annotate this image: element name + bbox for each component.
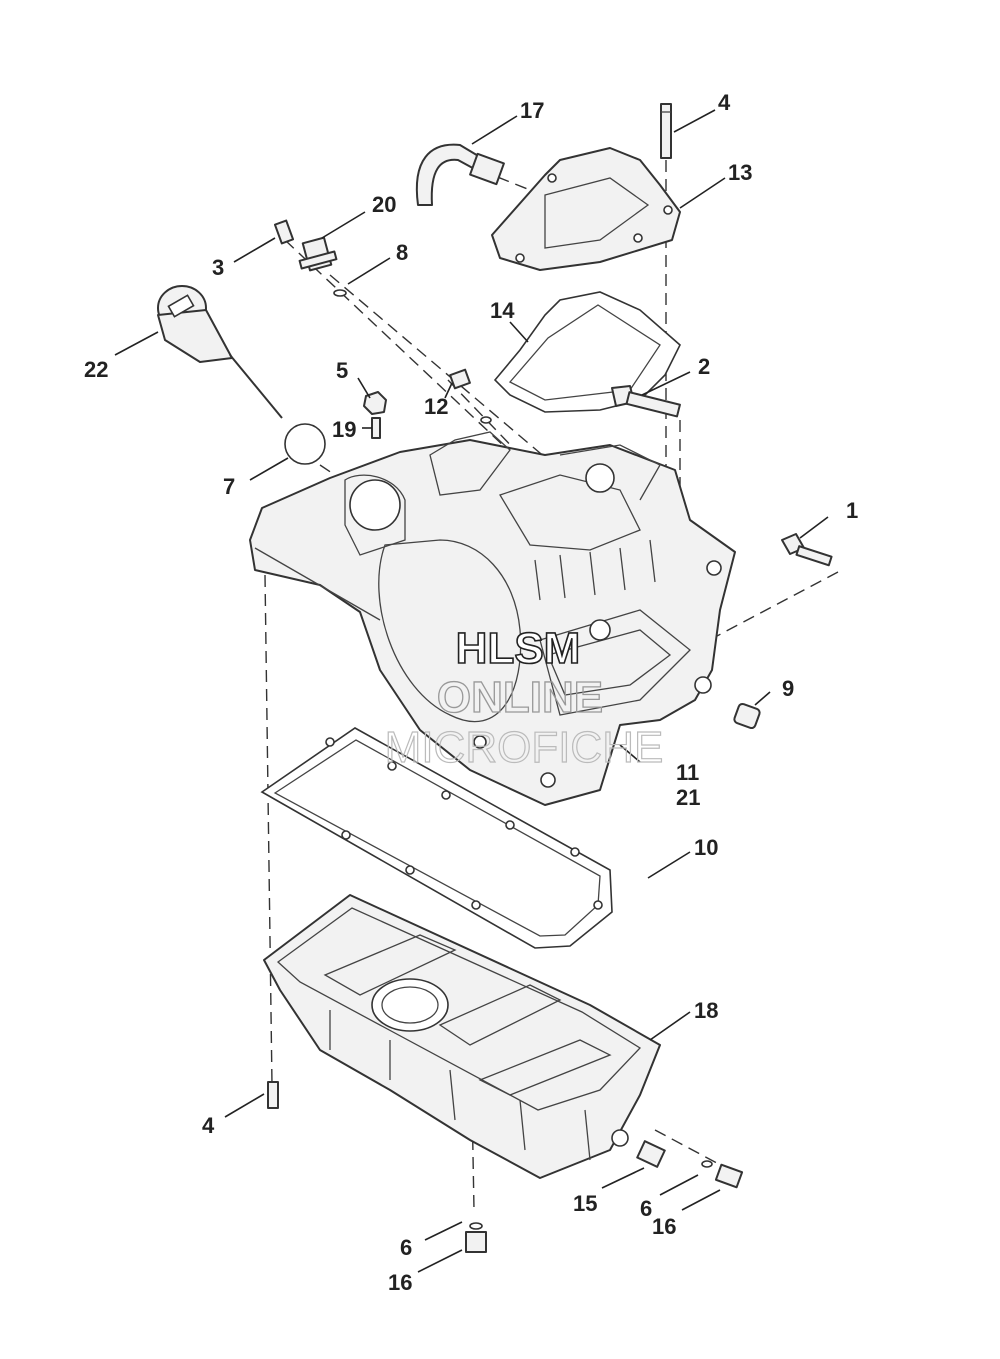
nut-5 (363, 391, 387, 415)
callout-15: 15 (573, 1191, 597, 1216)
callout-13: 13 (728, 160, 752, 185)
callout-4-top: 4 (718, 90, 731, 115)
callout-17: 17 (520, 98, 544, 123)
drain-plug-16-right (701, 1160, 744, 1189)
callout-22: 22 (84, 357, 108, 382)
screw-3 (273, 219, 295, 245)
dipstick-22 (157, 285, 283, 419)
callout-8: 8 (396, 240, 408, 265)
stud-19 (371, 417, 381, 439)
callout-7: 7 (223, 474, 235, 499)
callout-labels: 1 2 3 4 5 7 8 9 10 11 21 12 13 14 17 18 … (84, 90, 858, 1295)
main-housing-11-21 (249, 431, 736, 806)
oil-pan-18 (263, 894, 661, 1179)
callout-20: 20 (372, 192, 396, 217)
o-ring-8 (333, 289, 347, 297)
callout-9: 9 (782, 676, 794, 701)
callout-11: 11 (676, 760, 699, 785)
callout-14: 14 (490, 298, 515, 323)
watermark-line-2: ONLINE (437, 673, 603, 722)
o-ring-7 (284, 423, 326, 465)
callout-6-right: 6 (640, 1196, 652, 1221)
callout-2: 2 (698, 354, 710, 379)
callout-21: 21 (676, 785, 700, 810)
watermark-line-1: HLSM (456, 624, 581, 673)
breather-tube-17 (415, 143, 505, 206)
top-cover-13 (491, 147, 681, 271)
fitting-20 (298, 236, 338, 272)
callout-18: 18 (694, 998, 718, 1023)
bolt-4-top (660, 103, 672, 159)
leader-lines (114, 109, 829, 1273)
bolt-1 (781, 533, 833, 567)
pan-gasket-10 (260, 727, 613, 949)
callout-1: 1 (846, 498, 858, 523)
callout-3: 3 (212, 255, 224, 280)
watermark-line-3: MICROFICHE (385, 723, 664, 772)
bolt-2 (611, 385, 681, 418)
watermark: HLSM ONLINE MICROFICHE (384, 623, 664, 772)
plug-9 (733, 702, 761, 730)
callout-5: 5 (336, 358, 348, 383)
drain-plug-16-bottom (465, 1222, 487, 1253)
callout-19: 19 (332, 417, 356, 442)
sensor-12 (449, 368, 492, 424)
callout-16-bottom: 16 (388, 1270, 412, 1295)
bolt-4-bottom (267, 1081, 279, 1109)
callout-10: 10 (694, 835, 718, 860)
gasket-14 (493, 291, 681, 413)
plug-15 (636, 1140, 666, 1168)
callout-16-right: 16 (652, 1214, 676, 1239)
callout-6-bottom: 6 (400, 1235, 412, 1260)
callout-12: 12 (424, 394, 448, 419)
callout-4-bottom: 4 (202, 1113, 215, 1138)
